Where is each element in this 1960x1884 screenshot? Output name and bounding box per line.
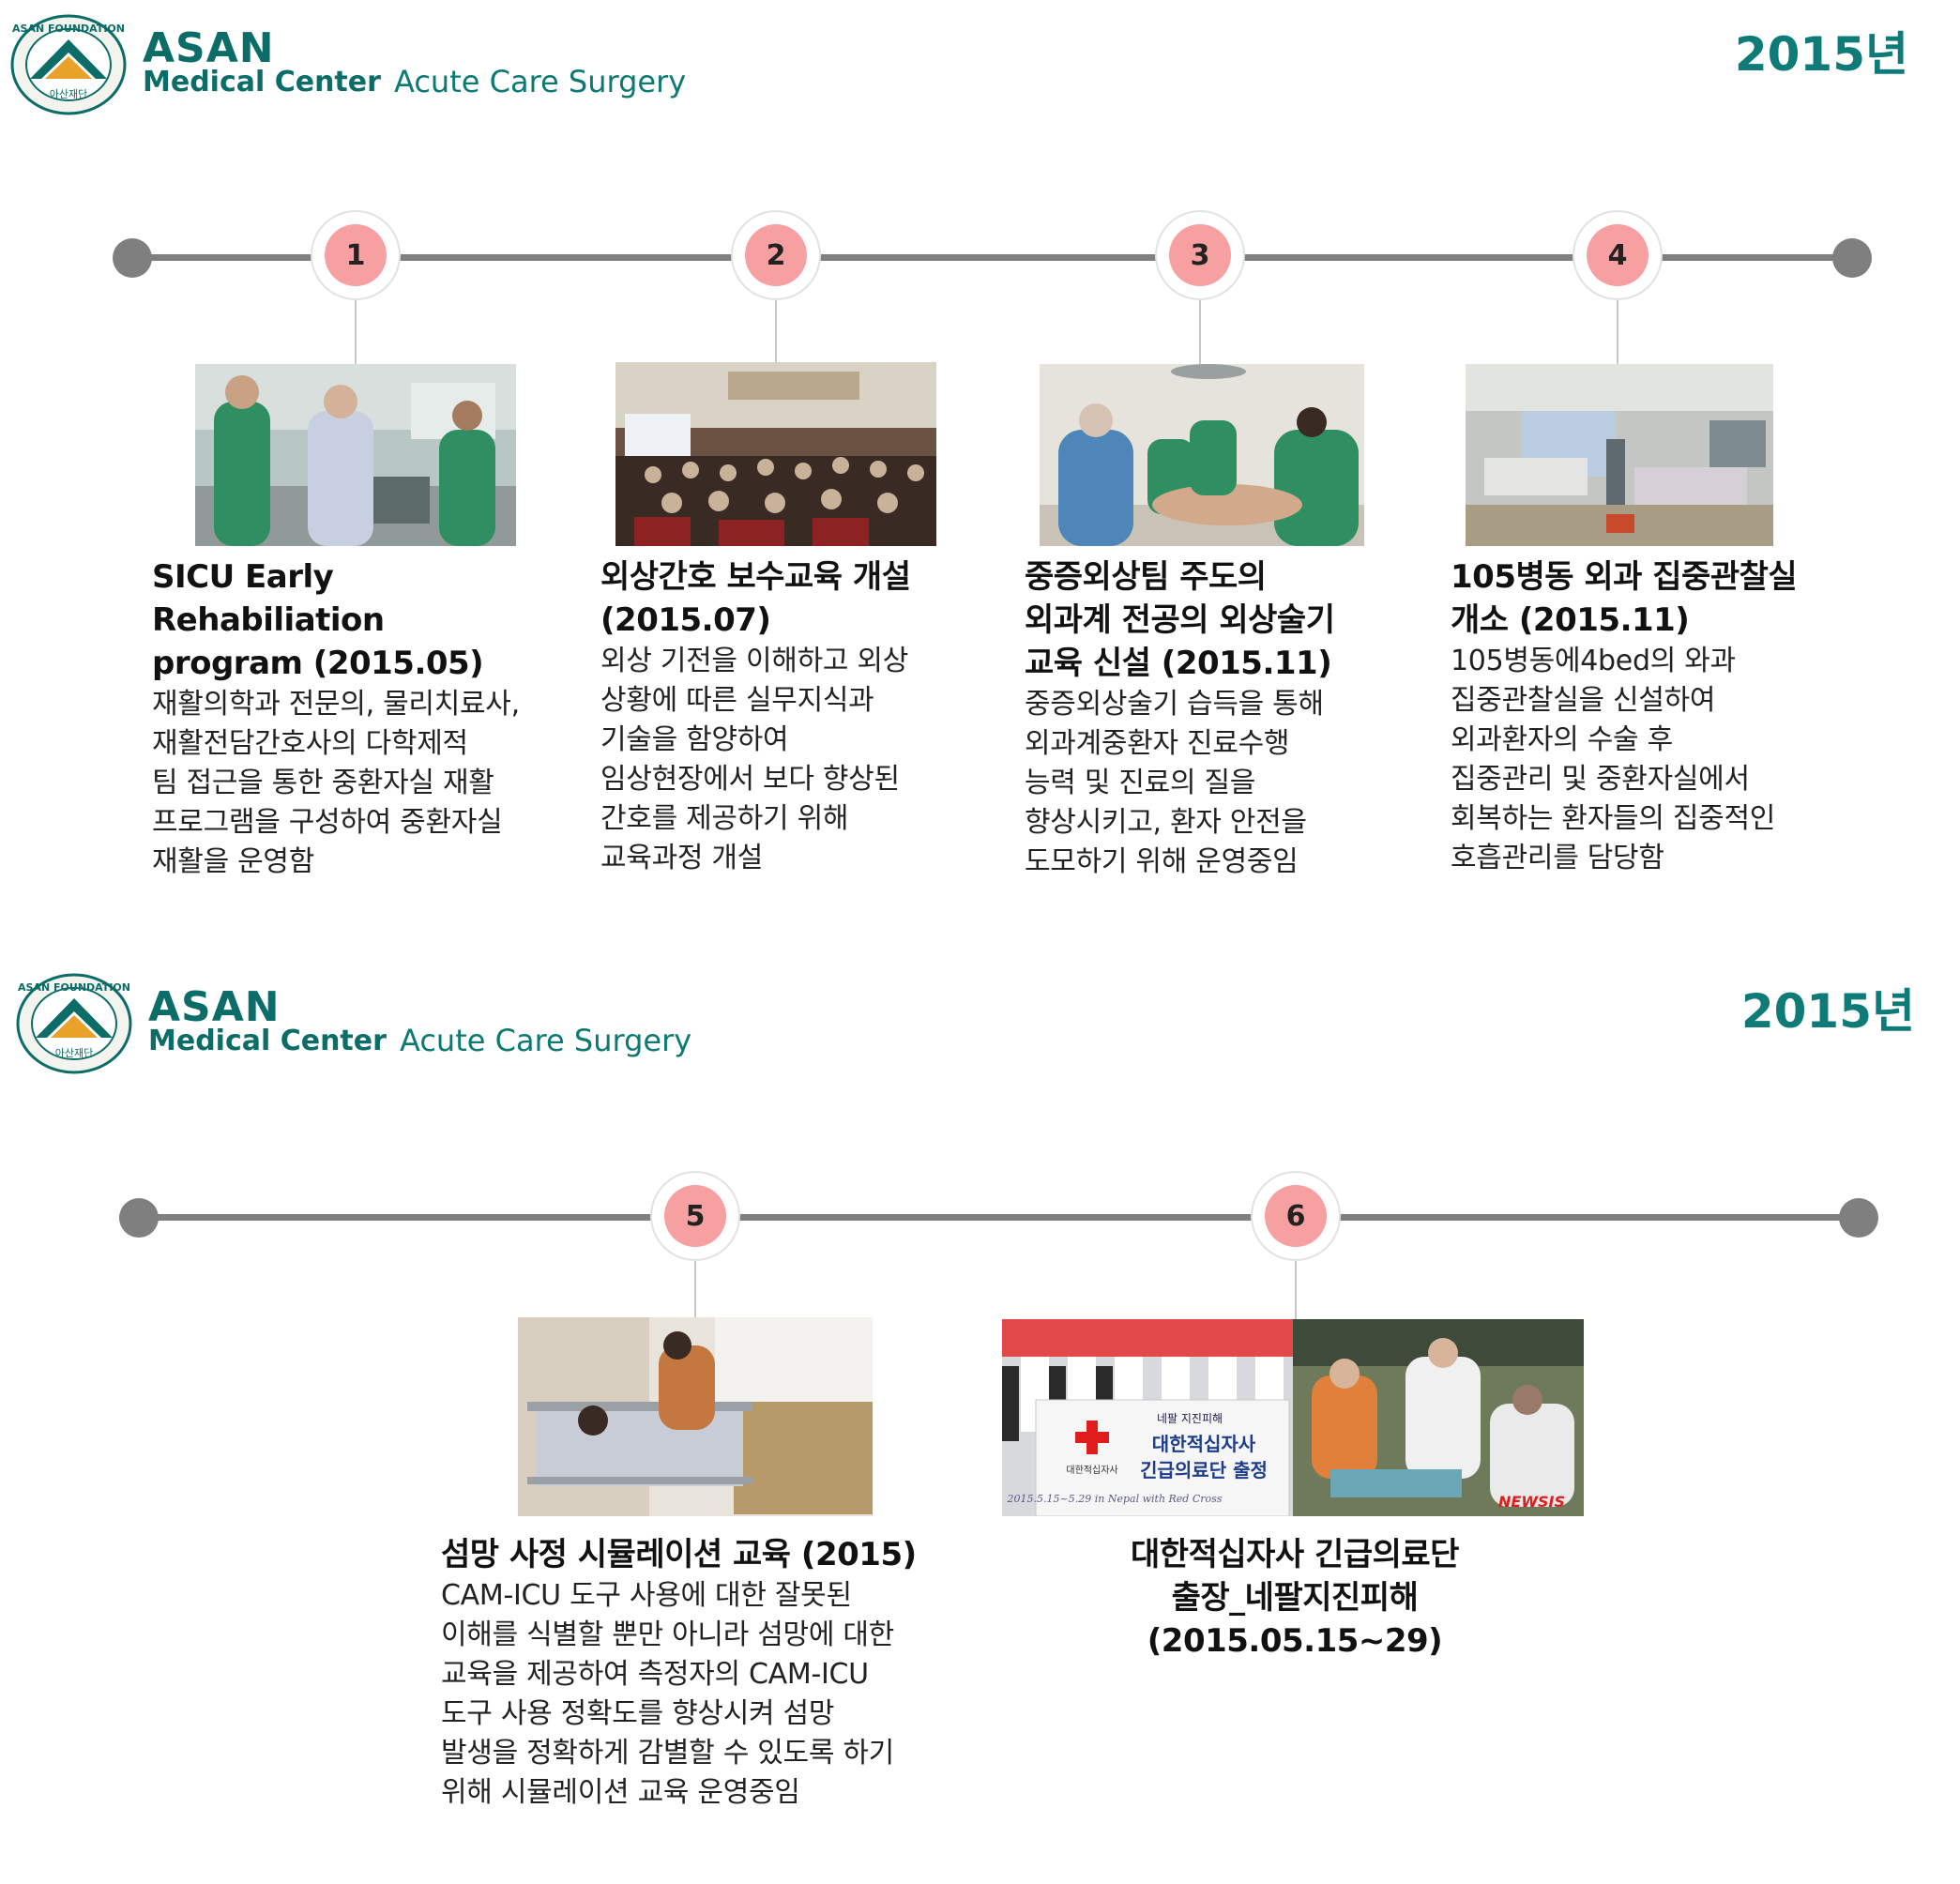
timeline-stem bbox=[775, 300, 777, 366]
item-description: CAM-ICU 도구 사용에 대한 잘못된 이해를 식별할 뿐만 아니라 섬망에… bbox=[441, 1579, 894, 1809]
timeline-end-dot bbox=[1839, 1198, 1878, 1238]
svg-text:2015.5.15~5.29 in Nepal with R: 2015.5.15~5.29 in Nepal with Red Cross bbox=[1007, 1493, 1223, 1505]
svg-text:긴급의료단 출정: 긴급의료단 출정 bbox=[1140, 1459, 1268, 1481]
brand-name: ASAN bbox=[143, 24, 275, 72]
asan-foundation-logo-icon: ASAN FOUNDATION 아산재단 bbox=[15, 972, 133, 1075]
svg-text:ASAN FOUNDATION: ASAN FOUNDATION bbox=[18, 981, 130, 994]
brand-subname: Medical Center bbox=[143, 66, 381, 99]
timeline-end-dot bbox=[1832, 238, 1872, 278]
svg-text:아산재단: 아산재단 bbox=[55, 1047, 93, 1059]
svg-text:대한적십자사: 대한적십자사 bbox=[1066, 1465, 1117, 1476]
timeline-stem bbox=[1199, 300, 1201, 366]
rehab-photo bbox=[195, 364, 516, 546]
timeline-item-1: SICU Early Rehabiliation program (2015.0… bbox=[152, 555, 574, 882]
timeline-stem bbox=[1295, 1261, 1297, 1331]
timeline-stem bbox=[1617, 300, 1618, 366]
node-number: 5 bbox=[664, 1185, 726, 1247]
timeline-line bbox=[131, 254, 1858, 261]
asan-foundation-logo-icon: ASAN FOUNDATION 아산재단 bbox=[9, 13, 128, 116]
trauma-training-photo bbox=[1040, 364, 1364, 546]
item-description: 외상 기전을 이해하고 외상 상황에 따른 실무지식과 기술을 함양하여 임상현… bbox=[600, 645, 909, 874]
svg-text:네팔 지진피해: 네팔 지진피해 bbox=[1157, 1412, 1223, 1425]
item-title: 중증외상팀 주도의 외과계 전공의 외상술기 교육 신설 (2015.11) bbox=[1025, 558, 1335, 682]
timeline-start-dot bbox=[113, 238, 152, 278]
node-number: 2 bbox=[745, 224, 807, 286]
timeline-node-6: 6 bbox=[1251, 1171, 1341, 1261]
lecture-photo bbox=[615, 362, 936, 546]
delirium-simulation-photo bbox=[518, 1317, 873, 1516]
svg-text:아산재단: 아산재단 bbox=[50, 88, 87, 100]
node-number: 1 bbox=[325, 224, 387, 286]
timeline-node-3: 3 bbox=[1155, 210, 1245, 300]
timeline-item-6: 대한적십자사 긴급의료단 출장_네팔지진피해 (2015.05.15~29) bbox=[1051, 1533, 1539, 1663]
brand-name: ASAN bbox=[148, 983, 281, 1031]
timeline-stem bbox=[694, 1261, 696, 1331]
item-title: 105병동 외과 집중관찰실 개소 (2015.11) bbox=[1451, 558, 1798, 639]
timeline-node-1: 1 bbox=[311, 210, 401, 300]
item-description: 중증외상술기 습득을 통해 외과계중환자 진료수행 능력 및 진료의 질을 향상… bbox=[1025, 688, 1324, 878]
timeline-stem bbox=[355, 300, 357, 366]
item-title: 외상간호 보수교육 개설 (2015.07) bbox=[600, 558, 911, 639]
ward-photo bbox=[1466, 364, 1773, 546]
newsis-watermark: NEWSIS bbox=[1498, 1493, 1565, 1511]
item-description: 105병동에4bed의 와과 집중관찰실을 신설하여 외과환자의 수술 후 집중… bbox=[1451, 645, 1776, 874]
timeline-node-2: 2 bbox=[731, 210, 821, 300]
timeline-node-4: 4 bbox=[1573, 210, 1663, 300]
year-label: 2015년 bbox=[1740, 984, 1915, 1039]
timeline-item-5: 섬망 사정 시뮬레이션 교육 (2015) CAM-ICU 도구 사용에 대한 … bbox=[441, 1533, 966, 1813]
svg-text:대한적십자사: 대한적십자사 bbox=[1152, 1433, 1256, 1455]
svg-text:ASAN FOUNDATION: ASAN FOUNDATION bbox=[12, 23, 125, 35]
year-label: 2015년 bbox=[1734, 27, 1908, 82]
timeline-item-4: 105병동 외과 집중관찰실 개소 (2015.11) 105병동에4bed의 … bbox=[1451, 555, 1882, 878]
red-cross-nepal-photo: 네팔 지진피해 대한적십자사 긴급의료단 출정 대한적십자사 2015.5.15… bbox=[1002, 1319, 1584, 1516]
timeline-panel-2: ASAN FOUNDATION 아산재단 ASAN Medical Center… bbox=[0, 955, 1960, 1884]
timeline-node-5: 5 bbox=[650, 1171, 740, 1261]
item-description: 재활의학과 전문의, 물리치료사, 재활전담간호사의 다학제적 팀 접근을 통한… bbox=[152, 688, 520, 878]
item-title: 대한적십자사 긴급의료단 출장_네팔지진피해 (2015.05.15~29) bbox=[1131, 1536, 1459, 1660]
timeline-panel-1: ASAN FOUNDATION 아산재단 ASAN Medical Center… bbox=[0, 0, 1960, 929]
item-title: 섬망 사정 시뮬레이션 교육 (2015) bbox=[441, 1536, 917, 1573]
brand-subname: Medical Center bbox=[148, 1025, 387, 1057]
timeline-start-dot bbox=[119, 1198, 159, 1238]
node-number: 3 bbox=[1169, 224, 1231, 286]
department-name: Acute Care Surgery bbox=[400, 1023, 692, 1058]
node-number: 4 bbox=[1587, 224, 1649, 286]
timeline-item-2: 외상간호 보수교육 개설 (2015.07) 외상 기전을 이해하고 외상 상황… bbox=[600, 555, 995, 878]
node-number: 6 bbox=[1265, 1185, 1327, 1247]
timeline-line bbox=[139, 1214, 1865, 1221]
timeline-item-3: 중증외상팀 주도의 외과계 전공의 외상술기 교육 신설 (2015.11) 중… bbox=[1025, 555, 1428, 882]
item-title: SICU Early Rehabiliation program (2015.0… bbox=[152, 558, 484, 682]
department-name: Acute Care Surgery bbox=[394, 64, 687, 99]
